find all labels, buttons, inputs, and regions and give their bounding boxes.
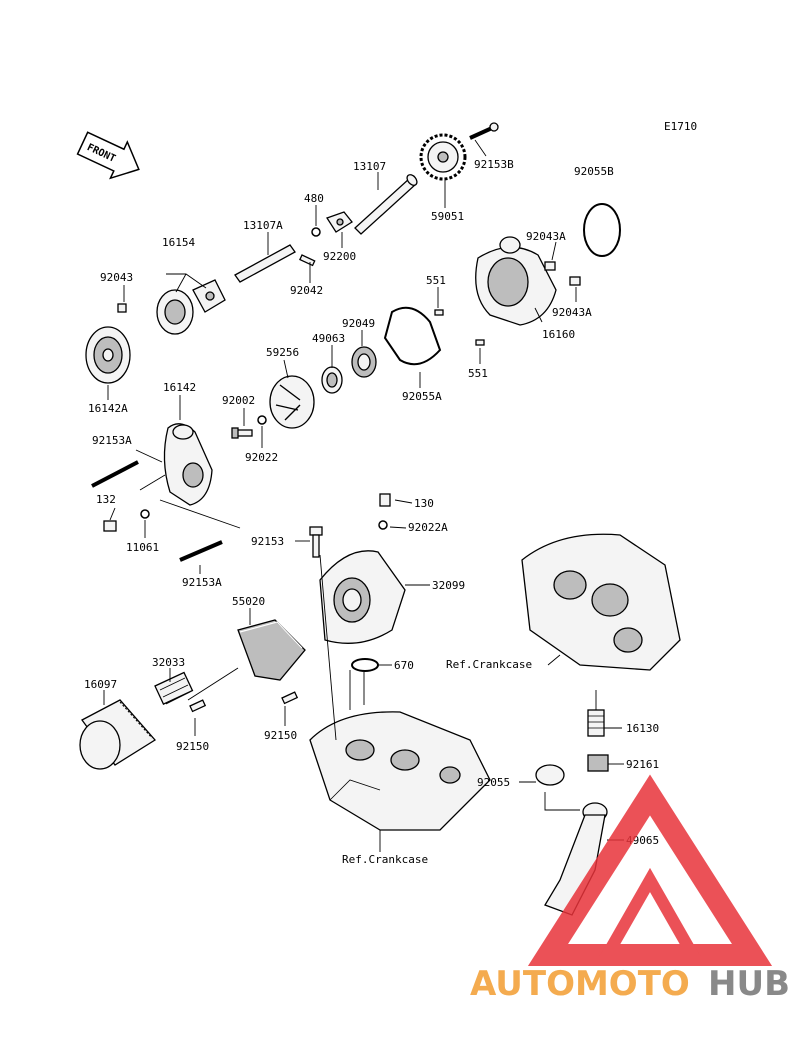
bolt-92153B bbox=[469, 122, 499, 140]
label-92002: 92002 bbox=[222, 394, 255, 407]
crankcase-lower bbox=[309, 711, 491, 831]
bolt-92153 bbox=[309, 526, 323, 558]
label-92022A: 92022A bbox=[408, 521, 448, 534]
shaft-13107A bbox=[234, 244, 296, 283]
label-92055A: 92055A bbox=[402, 390, 442, 403]
label-16160: 16160 bbox=[542, 328, 575, 341]
label-92042: 92042 bbox=[290, 284, 323, 297]
diagram-code: E1710 bbox=[664, 120, 697, 133]
part-labels: 13107 480 92153B 92055B 13107A 16154 922… bbox=[84, 158, 659, 866]
o-ring-670 bbox=[351, 658, 379, 672]
label-670: 670 bbox=[394, 659, 414, 672]
label-16130: 16130 bbox=[626, 722, 659, 735]
label-480: 480 bbox=[304, 192, 324, 205]
pin-92043A-bottom bbox=[569, 276, 581, 286]
label-49063: 49063 bbox=[312, 332, 345, 345]
bolt-92150-left bbox=[189, 699, 207, 713]
label-130: 130 bbox=[414, 497, 434, 510]
label-92161: 92161 bbox=[626, 758, 659, 771]
gasket-92055A bbox=[383, 306, 442, 366]
seal-92161 bbox=[587, 754, 609, 772]
washer-11061 bbox=[140, 509, 150, 519]
bolt-92153A-bottom bbox=[179, 540, 223, 562]
bracket-92200 bbox=[326, 211, 353, 233]
label-ref-crankcase-left: Ref.Crankcase bbox=[342, 853, 428, 866]
label-92043: 92043 bbox=[100, 271, 133, 284]
label-132: 132 bbox=[96, 493, 116, 506]
washer-92022 bbox=[257, 415, 267, 425]
pin-92042 bbox=[299, 254, 316, 267]
pin-92043 bbox=[117, 303, 127, 313]
pump-cover-16142 bbox=[163, 423, 213, 506]
label-92153B: 92153B bbox=[474, 158, 514, 171]
label-13107: 13107 bbox=[353, 160, 386, 173]
ring-480 bbox=[311, 227, 321, 237]
label-92022: 92022 bbox=[245, 451, 278, 464]
label-55020: 55020 bbox=[232, 595, 265, 608]
cover-55020 bbox=[237, 619, 306, 681]
impeller-59256 bbox=[269, 375, 315, 429]
label-551-top: 551 bbox=[426, 274, 446, 287]
fitting-16130 bbox=[587, 709, 605, 737]
label-13107A: 13107A bbox=[243, 219, 283, 232]
label-32099: 32099 bbox=[432, 579, 465, 592]
label-32033: 32033 bbox=[152, 656, 185, 669]
oil-filter-16097 bbox=[79, 699, 156, 770]
label-551-bottom: 551 bbox=[468, 367, 488, 380]
rotor-16154 bbox=[156, 279, 226, 335]
seal-92049 bbox=[351, 346, 377, 378]
label-92055B: 92055B bbox=[574, 165, 614, 178]
pin-551-top bbox=[434, 309, 444, 316]
label-92153: 92153 bbox=[251, 535, 284, 548]
watermark-brand-hub: HUB bbox=[708, 964, 790, 1004]
pump-housing-16160 bbox=[475, 236, 557, 326]
label-92150-left: 92150 bbox=[176, 740, 209, 753]
label-16142A: 16142A bbox=[88, 402, 128, 415]
label-16154: 16154 bbox=[162, 236, 195, 249]
label-92049: 92049 bbox=[342, 317, 375, 330]
leader-lines bbox=[103, 139, 624, 852]
label-59256: 59256 bbox=[266, 346, 299, 359]
label-92043A-bottom: 92043A bbox=[552, 306, 592, 319]
pipe-32033 bbox=[154, 671, 194, 705]
bolt-92150-right bbox=[281, 691, 299, 705]
label-92153A-top: 92153A bbox=[92, 434, 132, 447]
label-16142: 16142 bbox=[163, 381, 196, 394]
watermark-brand-auto: AUTOMOTO bbox=[470, 964, 690, 1004]
label-16097: 16097 bbox=[84, 678, 117, 691]
washer-92022A bbox=[378, 520, 388, 530]
label-92200: 92200 bbox=[323, 250, 356, 263]
rotor-housing-16142A bbox=[85, 326, 131, 384]
o-ring-92055 bbox=[535, 764, 565, 786]
bracket-32099 bbox=[319, 550, 406, 644]
label-11061: 11061 bbox=[126, 541, 159, 554]
label-92055: 92055 bbox=[477, 776, 510, 789]
bolt-92153A-top bbox=[91, 460, 139, 488]
label-ref-crankcase-right: Ref.Crankcase bbox=[446, 658, 532, 671]
watermark-logo bbox=[527, 774, 773, 966]
shaft-13107 bbox=[354, 174, 418, 235]
bolt-92002 bbox=[231, 427, 253, 439]
o-ring-92055B bbox=[583, 203, 621, 257]
bolt-130 bbox=[379, 493, 391, 507]
pin-551-bottom bbox=[475, 339, 485, 346]
pin-92043A-top bbox=[544, 261, 556, 271]
front-arrow-icon: FRONT bbox=[76, 131, 140, 180]
seal-49063 bbox=[321, 366, 343, 394]
label-59051: 59051 bbox=[431, 210, 464, 223]
label-92150-right: 92150 bbox=[264, 729, 297, 742]
bolt-132 bbox=[103, 520, 117, 532]
gear-59051 bbox=[419, 133, 467, 181]
crankcase-upper bbox=[521, 533, 681, 671]
label-92043A-top: 92043A bbox=[526, 230, 566, 243]
label-92153A-bottom: 92153A bbox=[182, 576, 222, 589]
